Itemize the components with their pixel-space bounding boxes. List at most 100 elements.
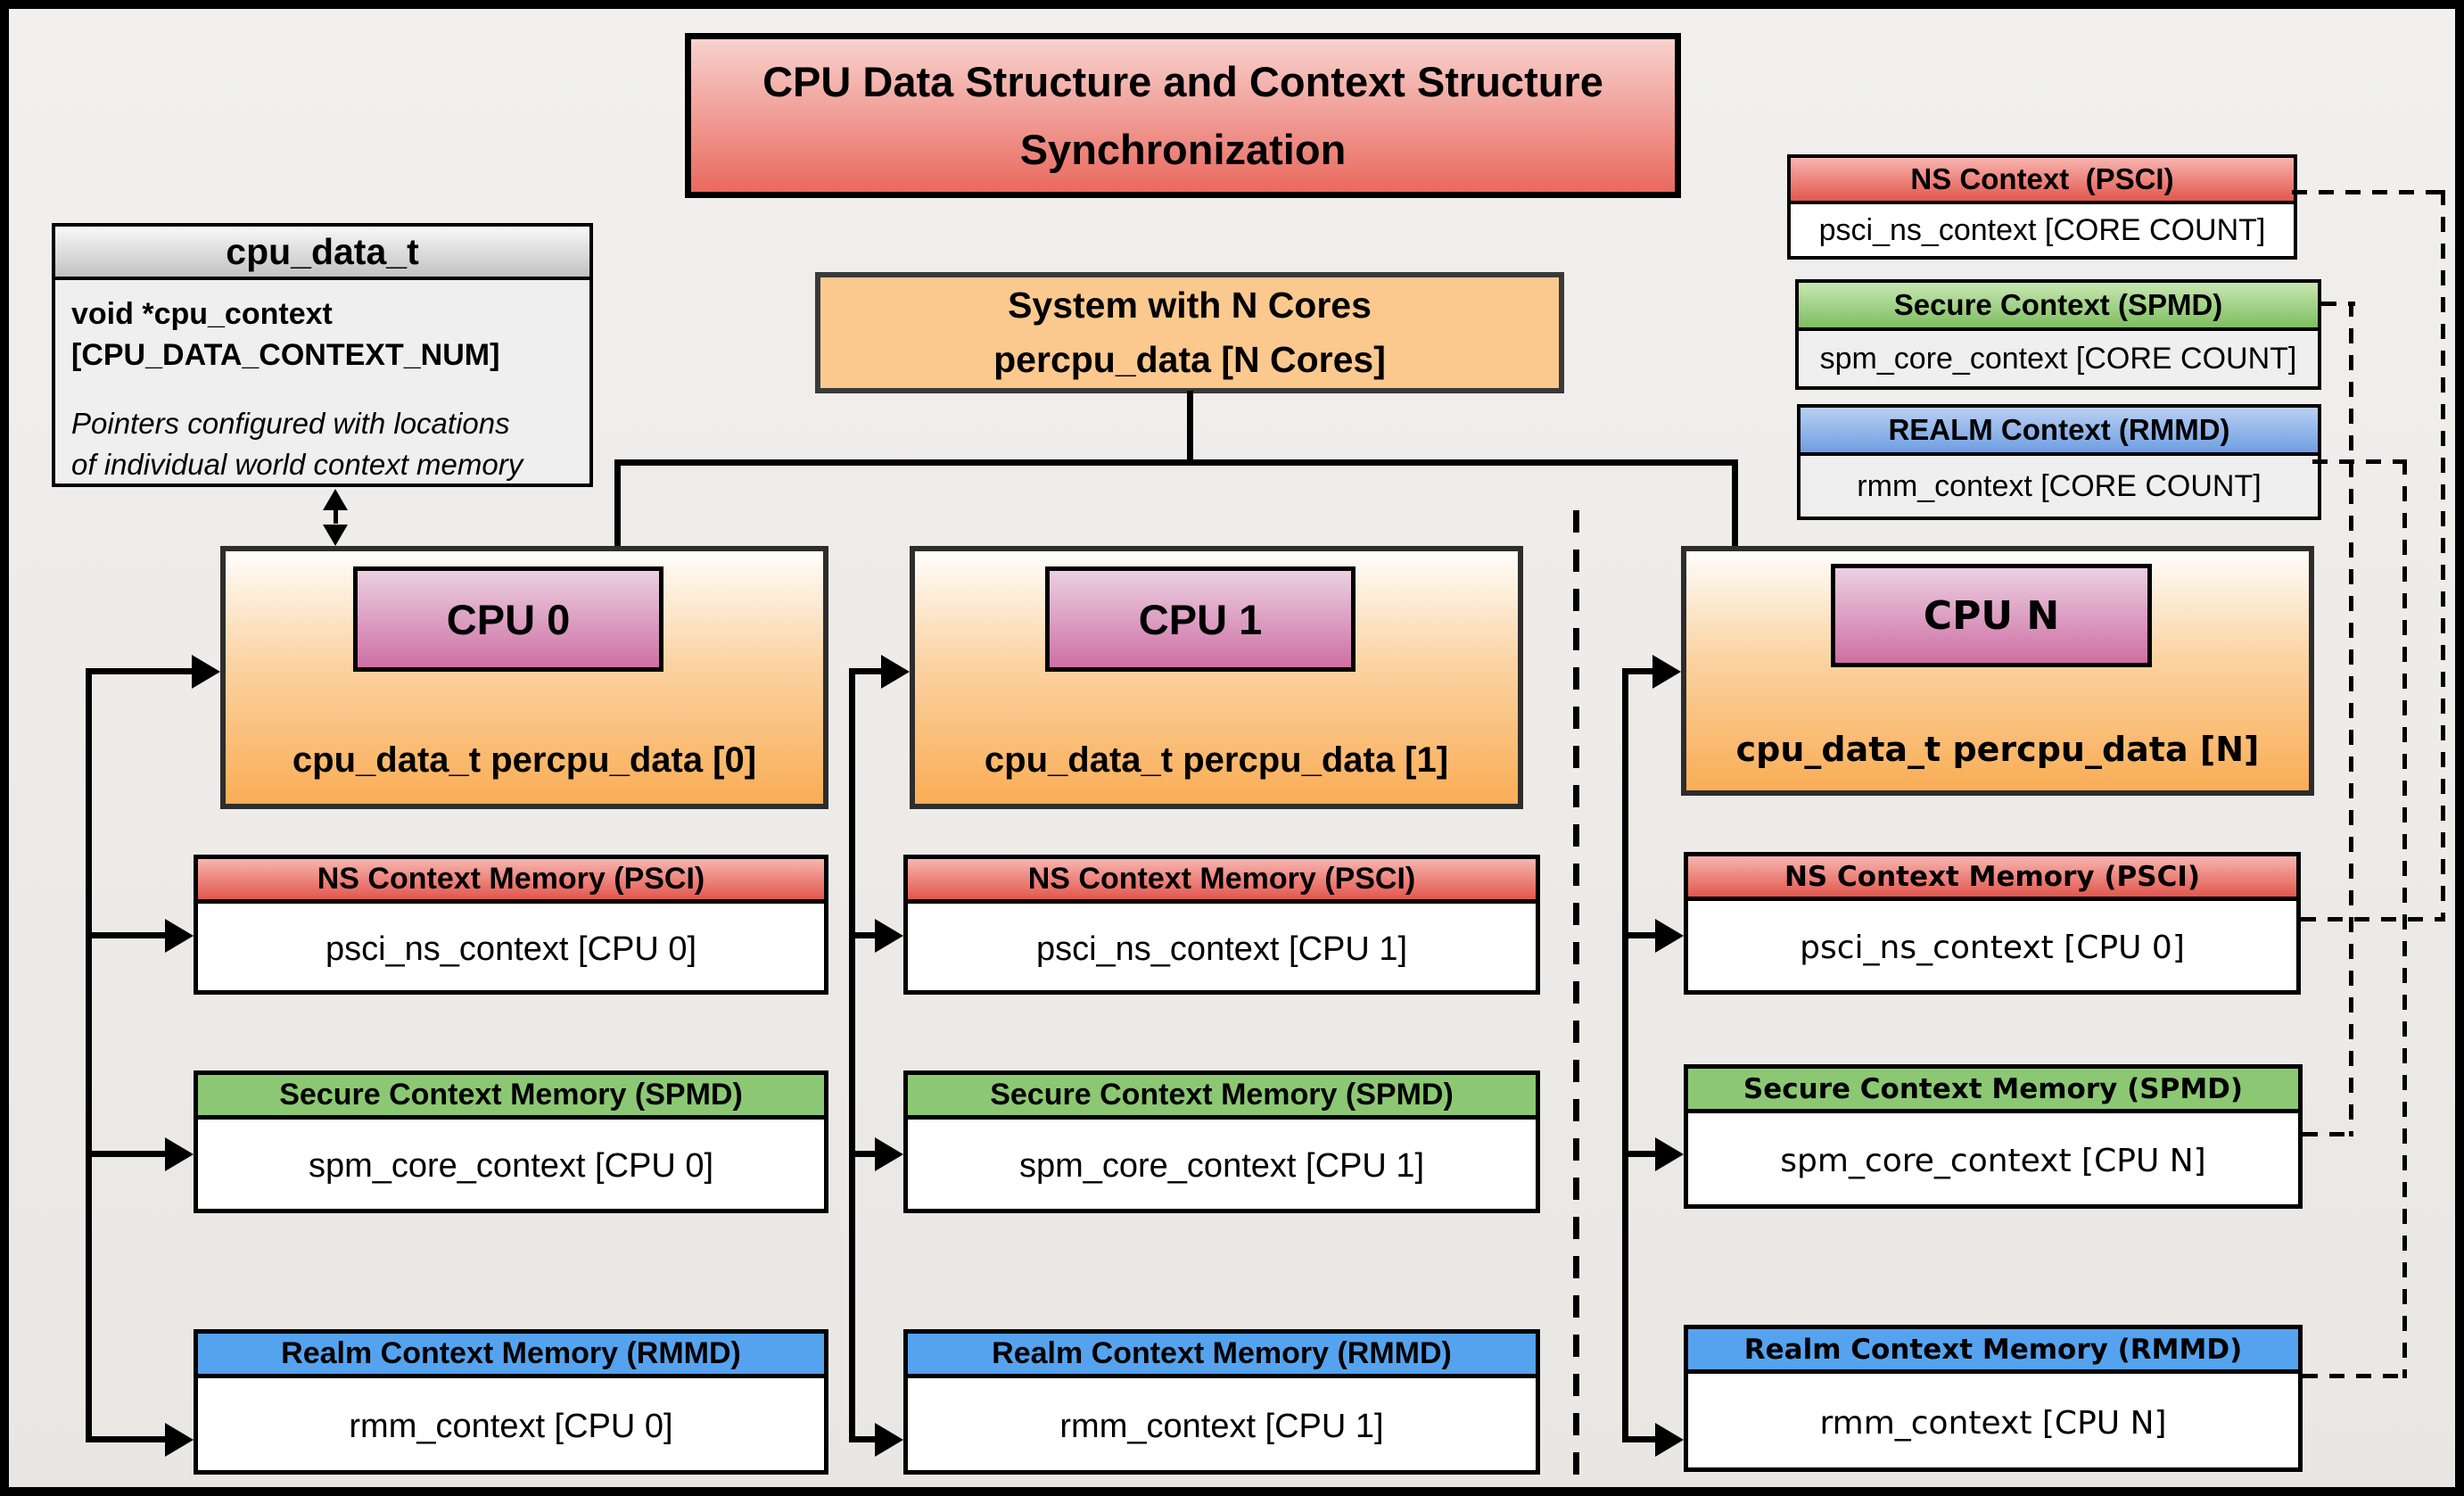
spmd-legend-connector-bottom bbox=[2303, 1132, 2353, 1136]
struct-note-line2: of individual world context memory bbox=[71, 447, 523, 481]
cpun-realm-memory-box: Realm Context Memory (RMMD) rmm_context … bbox=[1684, 1325, 2303, 1472]
cpu0-data-label: cpu_data_t percpu_data [0] bbox=[292, 740, 757, 780]
legend-secure-body: spm_core_context [CORE COUNT] bbox=[1795, 331, 2321, 390]
cpu0-arrow-box-icon bbox=[192, 655, 220, 689]
cpu0-ns-memory-body: psci_ns_context [CPU 0] bbox=[325, 930, 697, 968]
cpu0-label: CPU 0 bbox=[353, 566, 663, 672]
system-box-line2: percpu_data [N Cores] bbox=[993, 339, 1386, 380]
cpu0-arrow-secure-icon bbox=[165, 1137, 194, 1171]
legend-ns-context: NS Context (PSCI) psci_ns_context [CORE … bbox=[1787, 154, 2297, 260]
cpu1-realm-memory-header: Realm Context Memory (RMMD) bbox=[908, 1334, 1536, 1378]
cpu-data-t-struct-header: cpu_data_t bbox=[55, 227, 589, 280]
cpu-context-field-line1: void *cpu_context bbox=[71, 297, 333, 331]
diagram-title-line1: CPU Data Structure and Context Structure bbox=[762, 58, 1603, 106]
cpun-realm-memory-header: Realm Context Memory (RMMD) bbox=[1688, 1329, 2298, 1374]
rmmd-legend-connector-vertical bbox=[2402, 459, 2407, 1378]
cpu-data-t-struct-body: void *cpu_context [CPU_DATA_CONTEXT_NUM]… bbox=[55, 280, 589, 500]
cpu0-pointer-trunk bbox=[86, 668, 92, 1442]
cpun-arrow-ns-icon bbox=[1655, 919, 1684, 953]
cpun-data-label: cpu_data_t percpu_data [N] bbox=[1735, 730, 2260, 769]
cpu0-ns-memory-header: NS Context Memory (PSCI) bbox=[198, 859, 824, 904]
cpu0-realm-memory-header: Realm Context Memory (RMMD) bbox=[198, 1334, 824, 1378]
cpun-pointer-line-realm bbox=[1622, 1436, 1658, 1442]
legend-realm-header: REALM Context (RMMD) bbox=[1797, 404, 2321, 456]
cpu1-pointer-line-box bbox=[849, 668, 885, 674]
system-n-cores-box: System with N Cores percpu_data [N Cores… bbox=[815, 272, 1564, 393]
spmd-legend-connector-vertical bbox=[2349, 302, 2353, 1136]
cpu1-pointer-line-realm bbox=[849, 1436, 878, 1442]
cpu1-data-label: cpu_data_t percpu_data [1] bbox=[984, 740, 1449, 780]
cpu0-pointer-line-realm bbox=[86, 1436, 168, 1442]
cpu0-secure-memory-header: Secure Context Memory (SPMD) bbox=[198, 1075, 824, 1120]
cpun-ns-memory-box: NS Context Memory (PSCI) psci_ns_context… bbox=[1684, 852, 2301, 995]
psci-legend-connector-top bbox=[2292, 190, 2445, 194]
cpu1-arrow-secure-icon bbox=[875, 1137, 903, 1171]
cpu0-box: CPU 0 cpu_data_t percpu_data [0] bbox=[220, 546, 828, 809]
cpu-data-t-struct-box: cpu_data_t void *cpu_context [CPU_DATA_C… bbox=[52, 223, 593, 487]
cpu1-ns-memory-header: NS Context Memory (PSCI) bbox=[908, 859, 1536, 904]
diagram-title: CPU Data Structure and Context Structure… bbox=[685, 33, 1681, 198]
bus-drop-cpun bbox=[1732, 459, 1738, 549]
system-bus-horizontal bbox=[614, 459, 1738, 466]
cpun-pointer-line-box bbox=[1622, 668, 1658, 674]
cpu1-box: CPU 1 cpu_data_t percpu_data [1] bbox=[910, 546, 1523, 809]
struct-note-line1: Pointers configured with locations bbox=[71, 406, 510, 440]
legend-secure-header: Secure Context (SPMD) bbox=[1795, 279, 2321, 331]
cpu1-secure-memory-header: Secure Context Memory (SPMD) bbox=[908, 1075, 1536, 1120]
cpu0-realm-memory-box: Realm Context Memory (RMMD) rmm_context … bbox=[194, 1329, 828, 1475]
cpun-ns-memory-header: NS Context Memory (PSCI) bbox=[1688, 856, 2296, 901]
legend-ns-header: NS Context (PSCI) bbox=[1787, 154, 2297, 204]
legend-realm-context: REALM Context (RMMD) rmm_context [CORE C… bbox=[1797, 404, 2321, 520]
spmd-legend-connector-top bbox=[2321, 302, 2355, 306]
system-box-line1: System with N Cores bbox=[1008, 284, 1372, 326]
cpun-ns-memory-body: psci_ns_context [CPU 0] bbox=[1800, 930, 2185, 966]
cpu0-realm-memory-body: rmm_context [CPU 0] bbox=[349, 1407, 673, 1445]
cpu1-arrow-realm-icon bbox=[875, 1423, 903, 1457]
cpu1-arrow-box-icon bbox=[881, 655, 910, 689]
cpu1-label: CPU 1 bbox=[1045, 566, 1356, 672]
diagram-title-line2: Synchronization bbox=[1019, 125, 1347, 173]
cpun-realm-memory-body: rmm_context [CPU N] bbox=[1819, 1404, 2167, 1442]
cpu1-pointer-line-ns bbox=[849, 932, 878, 938]
legend-secure-context: Secure Context (SPMD) spm_core_context [… bbox=[1795, 279, 2321, 390]
cpun-pointer-trunk bbox=[1622, 668, 1628, 1442]
struct-link-dashed-line bbox=[334, 508, 338, 525]
system-bus-drop bbox=[1187, 391, 1193, 463]
cpun-label: CPU N bbox=[1831, 564, 2152, 667]
column-separator-dashed-line bbox=[1573, 510, 1579, 1487]
psci-legend-connector-vertical bbox=[2441, 190, 2445, 922]
cpun-secure-memory-header: Secure Context Memory (SPMD) bbox=[1688, 1069, 2298, 1113]
cpu1-realm-memory-body: rmm_context [CPU 1] bbox=[1059, 1407, 1384, 1445]
cpu0-secure-memory-box: Secure Context Memory (SPMD) spm_core_co… bbox=[194, 1070, 828, 1213]
cpu1-arrow-ns-icon bbox=[875, 919, 903, 953]
psci-legend-connector-bottom bbox=[2301, 917, 2443, 922]
legend-realm-body: rmm_context [CORE COUNT] bbox=[1797, 456, 2321, 520]
cpu0-pointer-line-box bbox=[86, 668, 194, 674]
cpun-pointer-line-secure bbox=[1622, 1151, 1658, 1157]
cpu0-secure-memory-body: spm_core_context [CPU 0] bbox=[308, 1147, 714, 1185]
cpun-secure-memory-box: Secure Context Memory (SPMD) spm_core_co… bbox=[1684, 1064, 2303, 1209]
cpu1-pointer-line-secure bbox=[849, 1151, 878, 1157]
cpu0-pointer-line-ns bbox=[86, 932, 168, 938]
cpu0-arrow-ns-icon bbox=[165, 919, 194, 953]
cpun-pointer-line-ns bbox=[1622, 932, 1658, 938]
cpu1-secure-memory-box: Secure Context Memory (SPMD) spm_core_co… bbox=[903, 1070, 1540, 1213]
cpun-arrow-secure-icon bbox=[1655, 1137, 1684, 1171]
cpu0-ns-memory-box: NS Context Memory (PSCI) psci_ns_context… bbox=[194, 855, 828, 995]
bus-drop-cpu0 bbox=[614, 459, 621, 549]
cpu0-pointer-line-secure bbox=[86, 1151, 168, 1157]
cpu1-secure-memory-body: spm_core_context [CPU 1] bbox=[1018, 1147, 1425, 1185]
cpu1-pointer-trunk bbox=[849, 668, 855, 1442]
cpu1-ns-memory-body: psci_ns_context [CPU 1] bbox=[1035, 930, 1408, 968]
cpu0-arrow-realm-icon bbox=[165, 1423, 194, 1457]
cpu1-realm-memory-box: Realm Context Memory (RMMD) rmm_context … bbox=[903, 1329, 1540, 1475]
legend-ns-body: psci_ns_context [CORE COUNT] bbox=[1787, 204, 2297, 260]
struct-link-arrow-down-icon bbox=[323, 525, 348, 546]
cpun-secure-memory-body: spm_core_context [CPU N] bbox=[1780, 1143, 2206, 1179]
cpun-arrow-realm-icon bbox=[1655, 1423, 1684, 1457]
cpun-box: CPU N cpu_data_t percpu_data [N] bbox=[1681, 546, 2314, 796]
cpun-arrow-box-icon bbox=[1652, 655, 1681, 689]
struct-link-arrow-up-icon bbox=[323, 489, 348, 510]
rmmd-legend-connector-top bbox=[2312, 459, 2407, 464]
